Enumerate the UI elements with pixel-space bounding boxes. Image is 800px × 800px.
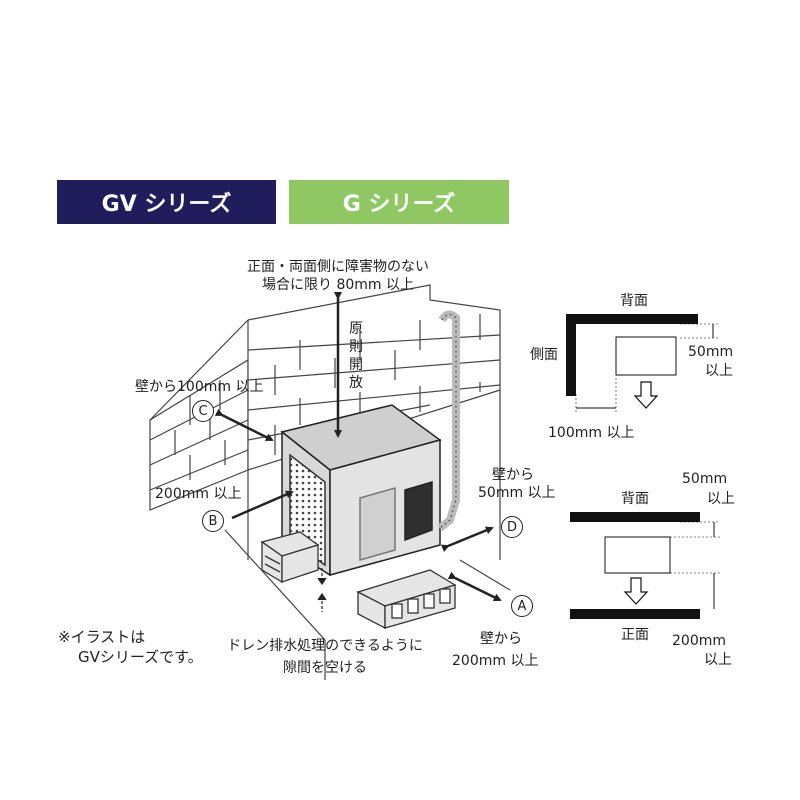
plan-bottom-bottom-value: 200mm — [672, 633, 726, 649]
plan-top-back-label: 背面 — [620, 293, 648, 309]
plan-top-bottom-label: 100mm 以上 — [548, 425, 635, 441]
drain-label: ドレン排水処理のできるように 隙間を空ける — [215, 635, 435, 679]
plan-bottom-front-label: 正面 — [621, 627, 649, 643]
plan-view-top — [566, 314, 718, 414]
tab-g-series[interactable]: G シリーズ — [289, 180, 509, 224]
note-line1: ※イラストは — [58, 628, 146, 646]
top-clearance-line1: 正面・両面側に障害物のない — [247, 259, 429, 275]
plan-top-right-sub: 以上 — [705, 363, 733, 379]
c-clearance-label: 壁から100mm 以上 — [135, 379, 264, 395]
drain-line1: ドレン排水処理のできるように — [227, 638, 423, 654]
foundation-blocks — [260, 531, 457, 630]
marker-b: B — [202, 510, 224, 532]
note-line2: GVシリーズです。 — [78, 648, 203, 666]
top-clearance-label: 正面・両面側に障害物のない 場合に限り 80mm 以上 — [228, 258, 448, 294]
clearance-arrows — [214, 292, 502, 602]
illustration-note: ※イラストは GVシリーズです。 — [58, 627, 203, 667]
drain-line2: 隙間を空ける — [283, 660, 367, 676]
marker-a: A — [511, 595, 533, 617]
plan-bottom-back-label: 背面 — [621, 491, 649, 507]
a-line1: 壁から — [480, 631, 522, 647]
top-clearance-line2: 場合に限り 80mm 以上 — [262, 277, 414, 293]
plan-bottom-bottom-sub: 以上 — [704, 652, 732, 668]
b-clearance-label: 200mm 以上 — [155, 486, 242, 502]
plan-view-bottom — [570, 512, 720, 619]
drain-gap-indicator — [317, 568, 327, 612]
a-line2: 200mm 以上 — [452, 653, 539, 669]
plan-bottom-top-sub: 以上 — [707, 491, 735, 507]
plan-top-side-label: 側面 — [530, 347, 558, 363]
tab-gv-series[interactable]: GV シリーズ — [57, 180, 276, 224]
d-line2: 50mm 以上 — [478, 485, 556, 501]
marker-d: D — [501, 516, 523, 538]
a-clearance-label: 壁から 200mm 以上 — [452, 628, 538, 672]
plan-top-right-value: 50mm — [688, 344, 734, 360]
pipe — [437, 310, 460, 532]
d-line1: 壁から — [492, 467, 534, 483]
open-vertical-label: 原則開放 — [349, 321, 363, 391]
marker-c: C — [192, 400, 214, 422]
plan-bottom-top-value: 50mm — [682, 471, 728, 487]
d-clearance-label: 壁から 50mm 以上 — [478, 466, 556, 502]
